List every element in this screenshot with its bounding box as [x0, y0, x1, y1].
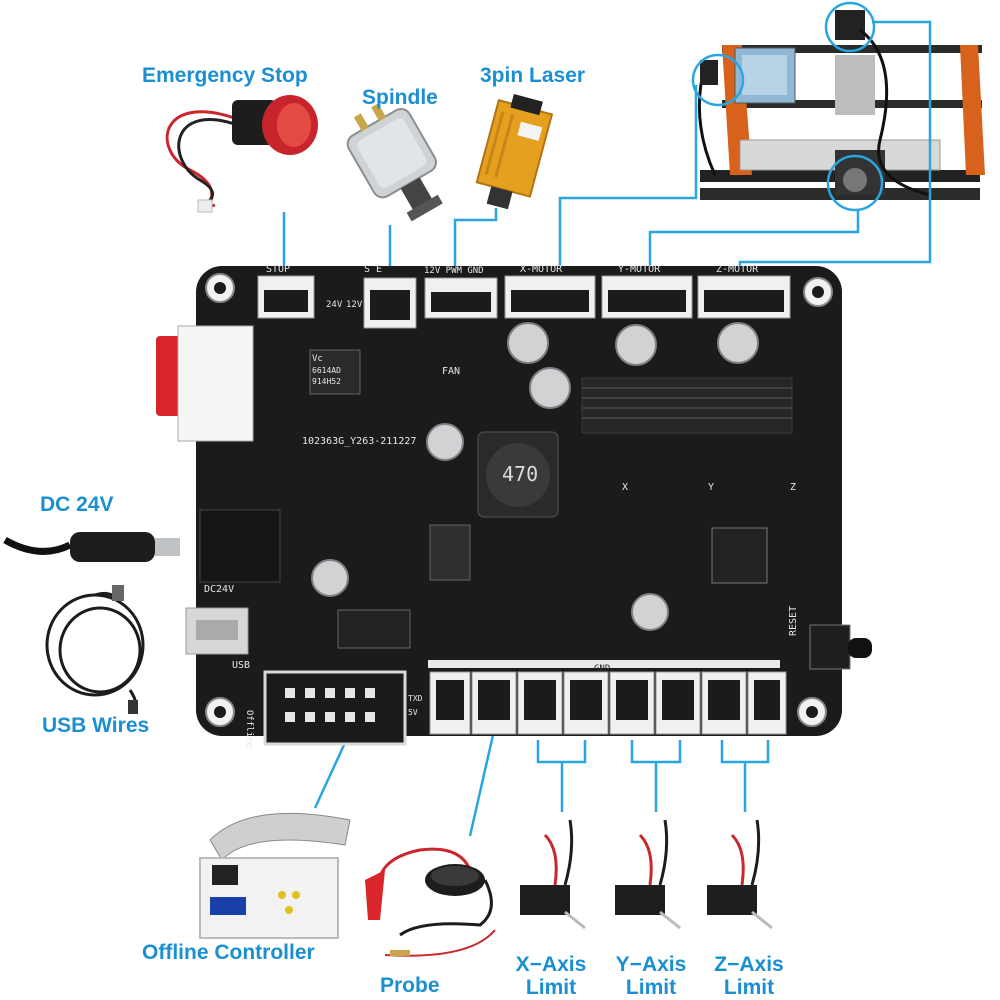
- silk-laser-port: 12V PWM GND: [424, 266, 484, 276]
- silk-z-motor: Z-MOTOR: [716, 264, 759, 275]
- silk-inductor: 470: [502, 462, 539, 486]
- label-emergency-stop: Emergency Stop: [142, 64, 308, 87]
- label-offline-controller: Offline Controller: [142, 941, 315, 964]
- silk-part-no: 102363G_Y263-211227: [302, 436, 417, 447]
- silk-stop: STOP: [266, 264, 291, 275]
- label-x-limit: Limit: [525, 976, 577, 1000]
- silk-offline: Offline: [244, 710, 254, 748]
- probe-illustration: [365, 847, 496, 957]
- z-motor-highlight: [824, 1, 876, 53]
- label-x-axis: X−Axis: [515, 953, 587, 976]
- label-spindle: Spindle: [362, 86, 438, 109]
- silk-y-motor: Y-MOTOR: [618, 264, 661, 275]
- silk-spindle-port: S E: [364, 264, 383, 275]
- silk-fan: FAN: [442, 366, 461, 377]
- silk-reset: RESET: [788, 605, 799, 636]
- label-y-axis: Y−Axis: [615, 953, 687, 976]
- silk-chip1: 6614AD: [312, 366, 341, 375]
- emergency-stop-illustration: [165, 95, 318, 213]
- x-limit-switch-illustration: [520, 819, 586, 930]
- label-y-limit: Limit: [625, 976, 677, 1000]
- label-z-axis-limit: Z−Axis Limit: [704, 953, 794, 999]
- x-motor-highlight: [691, 53, 745, 107]
- label-x-axis-limit: X−Axis Limit: [506, 953, 596, 999]
- silk-y: Y: [708, 482, 715, 493]
- cnc-machine: [697, 10, 985, 200]
- usb-wires-illustration: [45, 585, 145, 714]
- silk-5v: 5V: [408, 708, 418, 717]
- label-z-limit: Limit: [723, 976, 775, 1000]
- silk-gnd: GND: [594, 664, 611, 674]
- silk-12v: 12V: [346, 300, 363, 310]
- silk-24v: 24V: [326, 300, 343, 310]
- silk-chip1b: 914H52: [312, 377, 341, 386]
- silk-z: Z: [790, 482, 797, 493]
- silk-vc: Vc: [312, 354, 323, 364]
- controller-board: [156, 266, 872, 746]
- laser-illustration: [475, 93, 554, 210]
- silk-usb: USB: [232, 660, 251, 671]
- y-limit-switch-illustration: [615, 819, 681, 930]
- offline-controller-illustration: [199, 812, 351, 939]
- silk-txd: TXD: [408, 694, 423, 703]
- label-laser: 3pin Laser: [480, 64, 586, 87]
- label-y-axis-limit: Y−Axis Limit: [606, 953, 696, 999]
- y-motor-highlight: [826, 154, 884, 212]
- connector-lines: [282, 20, 932, 837]
- label-usb-wires: USB Wires: [42, 714, 150, 737]
- label-probe: Probe: [380, 974, 440, 997]
- label-dc24v: DC 24V: [40, 493, 114, 516]
- silk-dc24v: DC24V: [204, 584, 235, 595]
- spindle-illustration: [346, 103, 443, 222]
- dc-plug-illustration: [3, 532, 180, 562]
- silk-x: X: [622, 482, 629, 493]
- label-z-axis: Z−Axis: [714, 953, 784, 976]
- z-limit-switch-illustration: [707, 819, 773, 930]
- silk-x-motor: X-MOTOR: [520, 264, 563, 275]
